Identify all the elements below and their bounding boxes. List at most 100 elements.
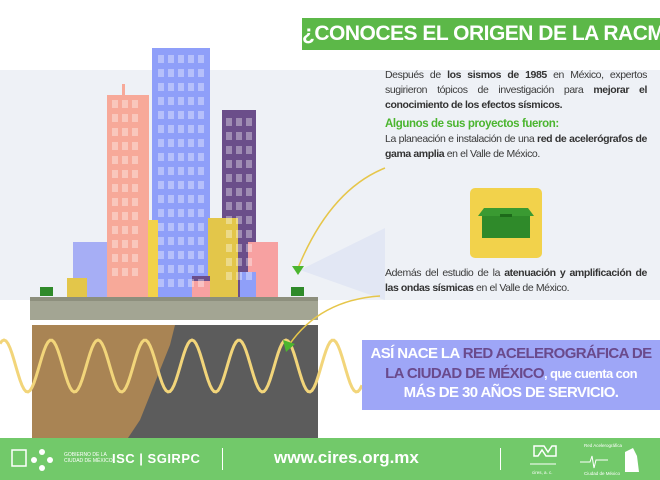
window — [132, 114, 138, 122]
window — [122, 254, 128, 262]
window — [122, 100, 128, 108]
window — [178, 111, 184, 119]
window — [198, 265, 204, 273]
intro-paragraph: Después de los sismos de 1985 en México,… — [385, 69, 647, 111]
window — [188, 223, 194, 231]
window — [188, 111, 194, 119]
sensor-box-icon — [291, 287, 304, 296]
window — [158, 223, 164, 231]
window — [188, 139, 194, 147]
window — [168, 223, 174, 231]
window — [236, 258, 242, 266]
window — [178, 139, 184, 147]
window — [226, 118, 232, 126]
window — [188, 167, 194, 175]
window — [122, 240, 128, 248]
cires-logo — [530, 445, 639, 472]
building-yellow — [208, 218, 238, 297]
arrow-to-sensor — [297, 167, 386, 269]
window — [236, 174, 242, 182]
window — [226, 188, 232, 196]
window — [226, 216, 232, 224]
window — [188, 237, 194, 245]
window — [198, 83, 204, 91]
window — [132, 156, 138, 164]
window — [188, 153, 194, 161]
window — [158, 153, 164, 161]
window — [158, 209, 164, 217]
window — [198, 209, 204, 217]
window — [168, 195, 174, 203]
window — [226, 146, 232, 154]
sensor-box-icon — [40, 287, 53, 296]
window — [132, 226, 138, 234]
window — [158, 181, 164, 189]
window — [158, 237, 164, 245]
window — [158, 97, 164, 105]
window — [178, 181, 184, 189]
isc-sgirpc-logo: ISC | SGIRPC — [112, 451, 201, 466]
window — [198, 139, 204, 147]
building-pink-tall — [107, 95, 149, 297]
building-blue-tall — [152, 48, 210, 297]
window — [198, 55, 204, 63]
window — [188, 55, 194, 63]
window — [226, 202, 232, 210]
window — [246, 146, 252, 154]
cires-caption: cires, a. c. — [532, 470, 553, 475]
window — [122, 184, 128, 192]
window — [236, 216, 242, 224]
window — [168, 111, 174, 119]
window — [178, 83, 184, 91]
window — [178, 167, 184, 175]
window — [112, 268, 118, 276]
window — [236, 244, 242, 252]
window — [132, 212, 138, 220]
window — [178, 265, 184, 273]
window — [158, 251, 164, 259]
window — [178, 153, 184, 161]
window — [198, 111, 204, 119]
window — [122, 114, 128, 122]
window — [122, 156, 128, 164]
window — [236, 146, 242, 154]
text-column: Después de los sismos de 1985 en México,… — [385, 68, 647, 162]
window — [168, 55, 174, 63]
callout-box: ASÍ NACE LA RED ACELEROGRÁFICA DE LA CIU… — [362, 340, 660, 410]
window — [122, 128, 128, 136]
website-link[interactable]: www.cires.org.mx — [274, 448, 419, 467]
window — [158, 139, 164, 147]
ground-platform — [30, 297, 318, 301]
window — [122, 226, 128, 234]
seismic-wave — [0, 338, 364, 394]
accelerograph-icon — [478, 208, 534, 238]
window — [132, 240, 138, 248]
window — [198, 153, 204, 161]
window — [198, 69, 204, 77]
window — [226, 174, 232, 182]
window — [178, 195, 184, 203]
window — [158, 55, 164, 63]
window — [168, 265, 174, 273]
window — [236, 132, 242, 140]
window — [158, 167, 164, 175]
window — [168, 69, 174, 77]
window — [188, 209, 194, 217]
government-logos — [11, 449, 53, 471]
window — [246, 258, 252, 266]
window — [112, 254, 118, 262]
window — [246, 244, 252, 252]
window — [132, 184, 138, 192]
window — [178, 237, 184, 245]
arrow-to-ground — [288, 295, 381, 346]
racm-caption: Red Acelerográfica — [584, 443, 623, 448]
window — [112, 170, 118, 178]
window — [226, 272, 232, 280]
window — [112, 184, 118, 192]
window — [246, 216, 252, 224]
window — [188, 279, 194, 287]
window — [122, 170, 128, 178]
window — [226, 160, 232, 168]
window — [168, 237, 174, 245]
